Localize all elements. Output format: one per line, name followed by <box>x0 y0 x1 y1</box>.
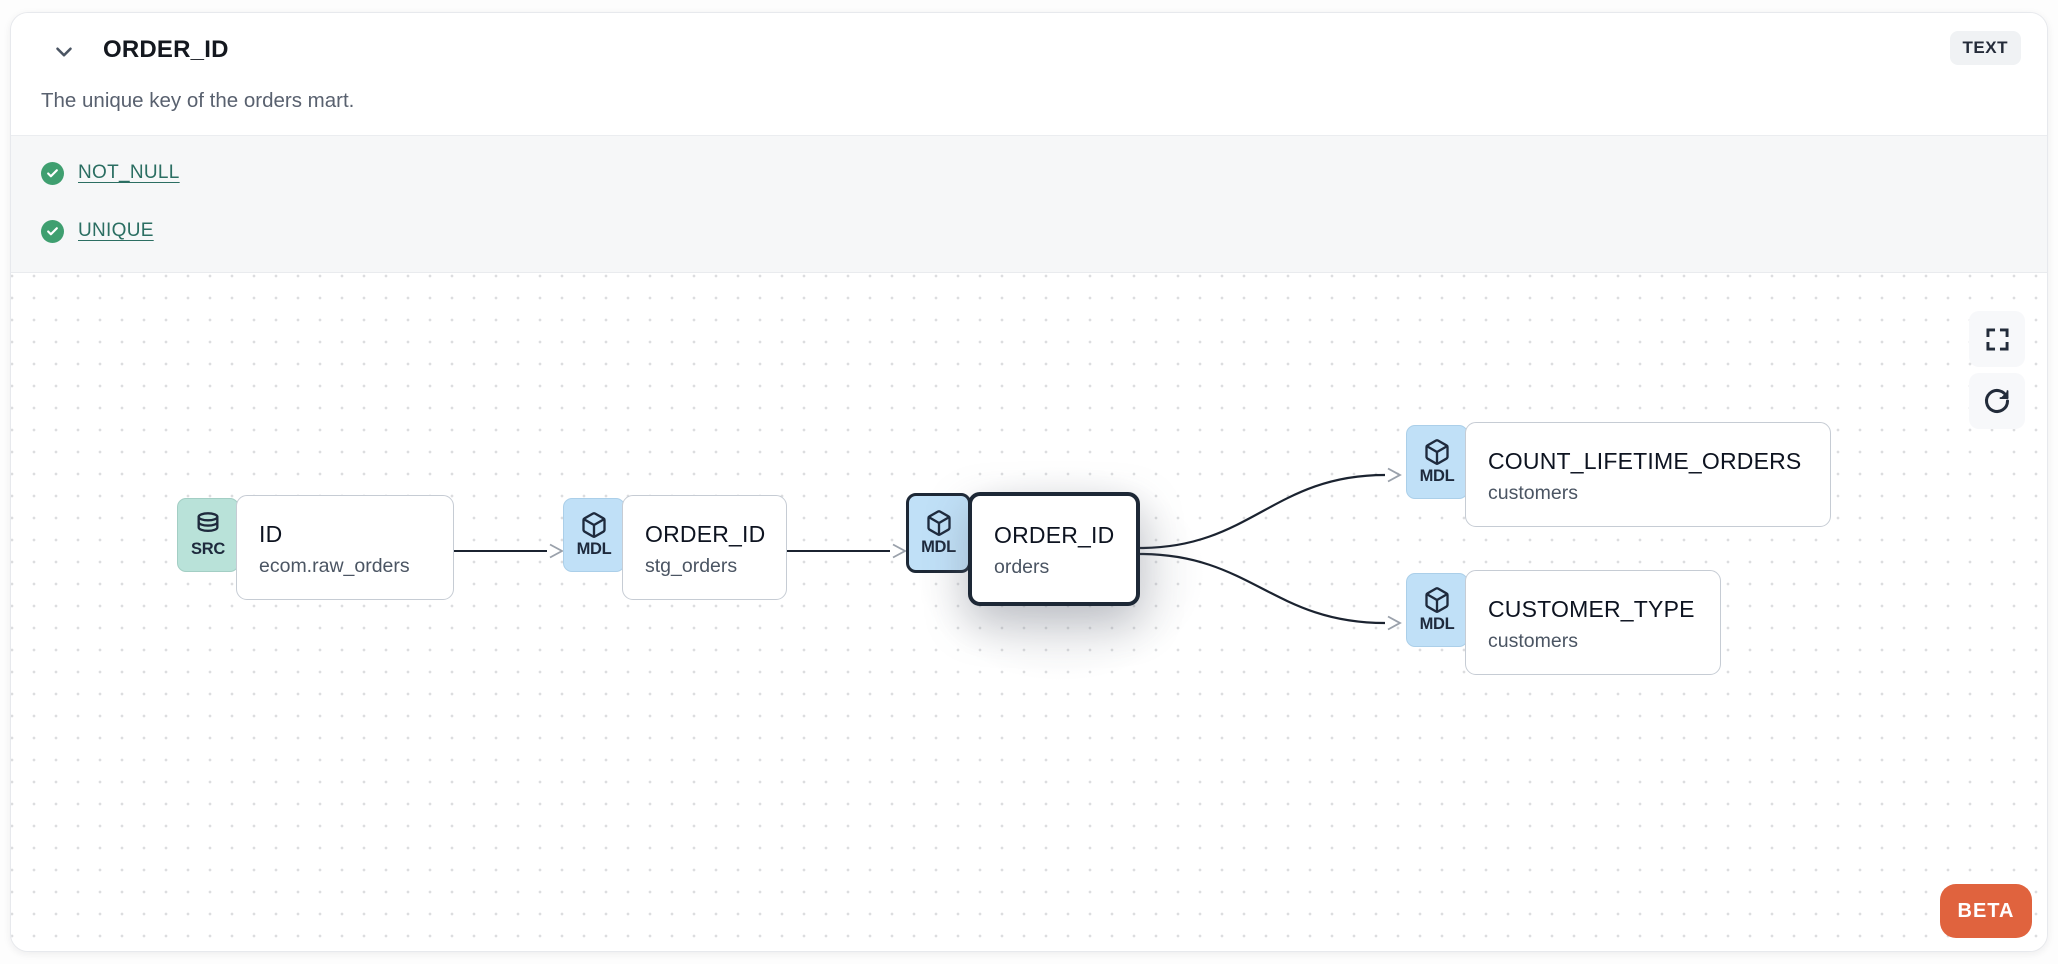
check-circle-icon <box>41 161 64 185</box>
node-type-label: SRC <box>191 540 225 558</box>
node-type-label: MDL <box>1419 467 1455 485</box>
column-title: ORDER_ID <box>103 36 229 63</box>
node-type-badge: SRC <box>177 498 239 572</box>
node-title: ORDER_ID <box>645 520 766 547</box>
node-subtitle: customers <box>1488 629 1578 652</box>
node-type-badge: MDL <box>1406 573 1468 647</box>
node-type-badge: MDL <box>1406 425 1468 499</box>
database-icon <box>194 511 222 539</box>
lineage-node-orders-selected[interactable]: MDL ORDER_ID orders <box>906 492 1140 606</box>
node-type-badge: MDL <box>563 498 625 572</box>
cube-icon <box>580 511 608 539</box>
fullscreen-icon <box>1984 326 2011 353</box>
header: ORDER_ID TEXT The unique key of the orde… <box>11 13 2047 135</box>
node-subtitle: orders <box>994 556 1050 578</box>
column-card: ORDER_ID TEXT The unique key of the orde… <box>10 12 2048 952</box>
node-title: COUNT_LIFETIME_ORDERS <box>1488 447 1802 474</box>
column-description: The unique key of the orders mart. <box>41 89 355 112</box>
lineage-node-count-lifetime-orders[interactable]: MDL COUNT_LIFETIME_ORDERS customers <box>1406 422 1831 527</box>
node-subtitle: ecom.raw_orders <box>259 554 410 577</box>
node-subtitle: stg_orders <box>645 554 738 577</box>
node-title: ORDER_ID <box>994 522 1115 548</box>
node-type-label: MDL <box>1419 615 1455 633</box>
check-circle-icon <box>41 219 64 243</box>
node-type-badge: MDL <box>906 493 971 573</box>
lineage-node-src-id[interactable]: SRC ID ecom.raw_orders <box>177 495 454 600</box>
beta-badge: BETA <box>1940 884 2032 938</box>
cube-icon <box>925 509 953 537</box>
tests-section: NOT_NULL UNIQUE <box>11 135 2047 273</box>
refresh-icon <box>1983 387 2011 415</box>
test-link-not-null[interactable]: NOT_NULL <box>78 162 180 183</box>
node-card: COUNT_LIFETIME_ORDERS customers <box>1465 422 1831 527</box>
node-type-label: MDL <box>576 540 612 558</box>
collapse-button[interactable] <box>47 35 81 69</box>
node-title: CUSTOMER_TYPE <box>1488 595 1695 622</box>
type-badge: TEXT <box>1949 31 2021 65</box>
fullscreen-button[interactable] <box>1969 311 2025 367</box>
cube-icon <box>1423 438 1451 466</box>
test-row: UNIQUE <box>41 219 2047 243</box>
lineage-node-stg-orders[interactable]: MDL ORDER_ID stg_orders <box>563 495 787 600</box>
lineage-node-customer-type[interactable]: MDL CUSTOMER_TYPE customers <box>1406 570 1721 675</box>
node-card: CUSTOMER_TYPE customers <box>1465 570 1721 675</box>
node-card: ORDER_ID stg_orders <box>622 495 787 600</box>
node-card: ID ecom.raw_orders <box>236 495 454 600</box>
refresh-button[interactable] <box>1969 373 2025 429</box>
test-link-unique[interactable]: UNIQUE <box>78 220 154 241</box>
test-row: NOT_NULL <box>41 161 2047 185</box>
lineage-canvas[interactable]: SRC ID ecom.raw_orders MDL ORDER_ID stg <box>11 273 2047 951</box>
node-title: ID <box>259 520 283 547</box>
node-card: ORDER_ID orders <box>968 492 1140 606</box>
chevron-down-icon <box>51 39 77 65</box>
lineage-edges <box>454 467 1402 631</box>
node-subtitle: customers <box>1488 481 1578 504</box>
cube-icon <box>1423 586 1451 614</box>
node-type-label: MDL <box>921 538 956 556</box>
